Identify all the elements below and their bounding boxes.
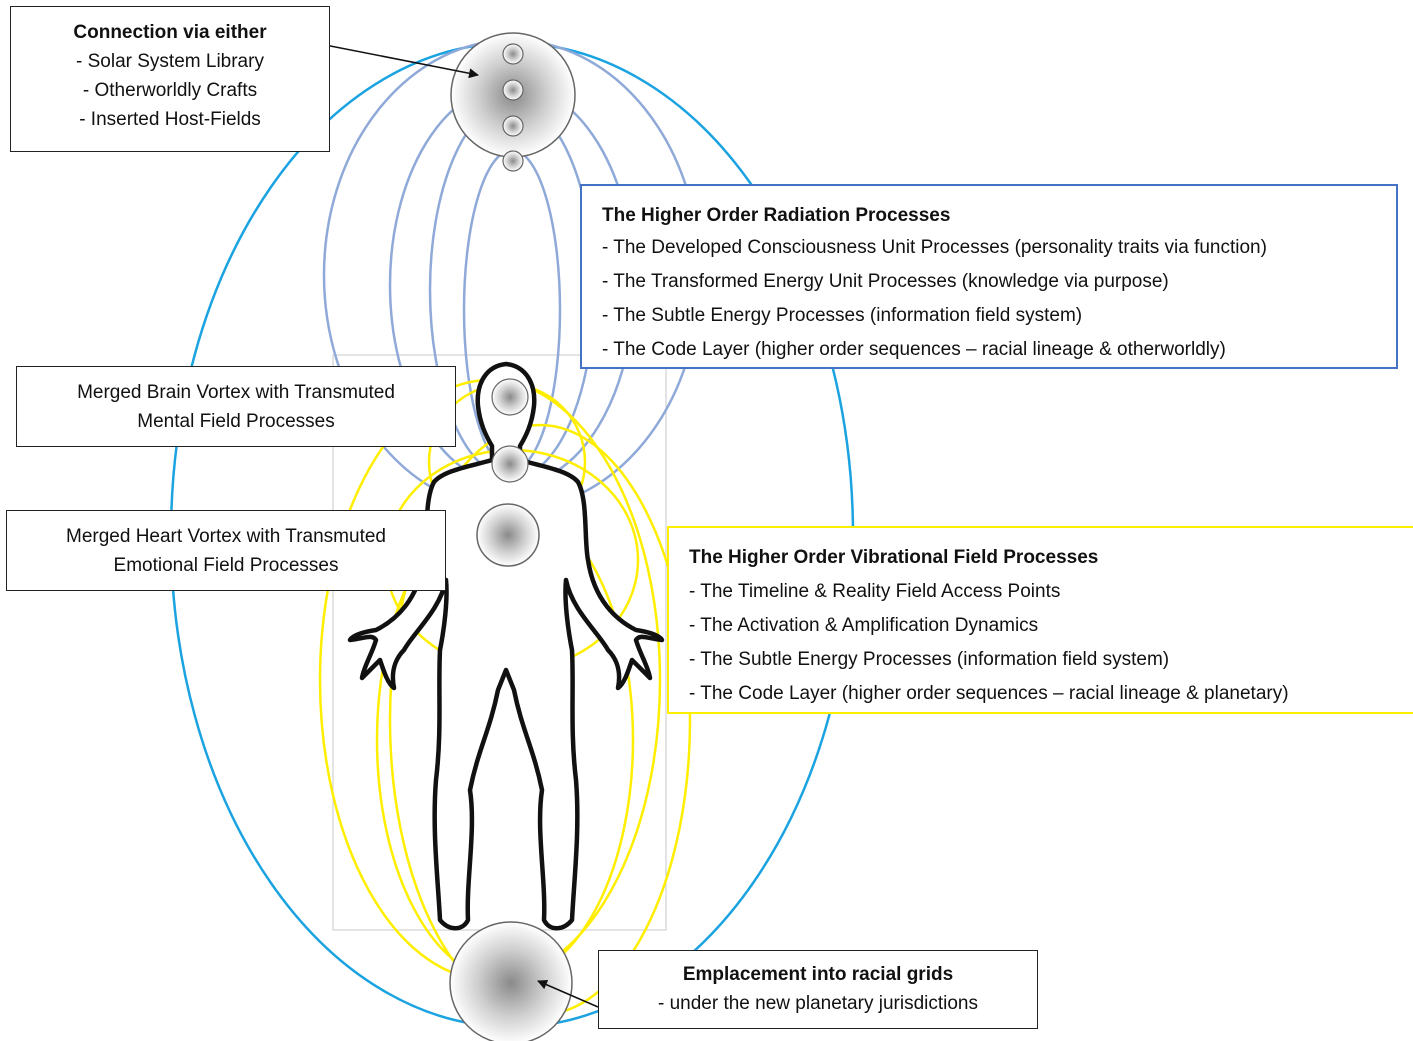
radiation-title: The Higher Order Radiation Processes bbox=[602, 201, 1396, 231]
radiation-item: - The Developed Consciousness Unit Proce… bbox=[602, 231, 1396, 265]
vibrational-item: - The Activation & Amplification Dynamic… bbox=[689, 609, 1413, 643]
vibrational-item: - The Timeline & Reality Field Access Po… bbox=[689, 575, 1413, 609]
heart-line: Emotional Field Processes bbox=[7, 551, 445, 580]
earth-grid-orb bbox=[450, 922, 572, 1041]
connection-item: - Solar System Library bbox=[11, 47, 329, 76]
connection-box: Connection via either - Solar System Lib… bbox=[10, 6, 330, 152]
throat-vortex-orb bbox=[492, 446, 528, 482]
vibrational-processes-box: The Higher Order Vibrational Field Proce… bbox=[667, 526, 1413, 714]
emplacement-subtitle: - under the new planetary jurisdictions bbox=[599, 989, 1037, 1018]
radiation-item: - The Subtle Energy Processes (informati… bbox=[602, 299, 1396, 333]
radiation-item: - The Code Layer (higher order sequences… bbox=[602, 333, 1396, 367]
brain-vortex-orb bbox=[492, 379, 528, 415]
heart-vortex-orb bbox=[477, 504, 539, 566]
connection-item: - Otherworldly Crafts bbox=[11, 76, 329, 105]
heart-vortex-box: Merged Heart Vortex with Transmuted Emot… bbox=[6, 510, 446, 591]
vibrational-item: - The Code Layer (higher order sequences… bbox=[689, 677, 1413, 711]
brain-line: Merged Brain Vortex with Transmuted bbox=[17, 378, 455, 407]
radiation-item: - The Transformed Energy Unit Processes … bbox=[602, 265, 1396, 299]
vibrational-title: The Higher Order Vibrational Field Proce… bbox=[689, 541, 1413, 575]
small-orb-4 bbox=[503, 151, 523, 171]
heart-line: Merged Heart Vortex with Transmuted bbox=[7, 522, 445, 551]
small-orb-1 bbox=[503, 44, 523, 64]
connection-title: Connection via either bbox=[11, 18, 329, 47]
connection-item: - Inserted Host-Fields bbox=[11, 105, 329, 134]
connection-arrow bbox=[310, 42, 478, 75]
emplacement-box: Emplacement into racial grids - under th… bbox=[598, 950, 1038, 1029]
vibrational-item: - The Subtle Energy Processes (informati… bbox=[689, 643, 1413, 677]
small-orb-3 bbox=[503, 116, 523, 136]
small-orb-2 bbox=[503, 80, 523, 100]
brain-line: Mental Field Processes bbox=[17, 407, 455, 436]
emplacement-title: Emplacement into racial grids bbox=[599, 960, 1037, 989]
brain-vortex-box: Merged Brain Vortex with Transmuted Ment… bbox=[16, 366, 456, 447]
radiation-processes-box: The Higher Order Radiation Processes - T… bbox=[580, 184, 1398, 369]
